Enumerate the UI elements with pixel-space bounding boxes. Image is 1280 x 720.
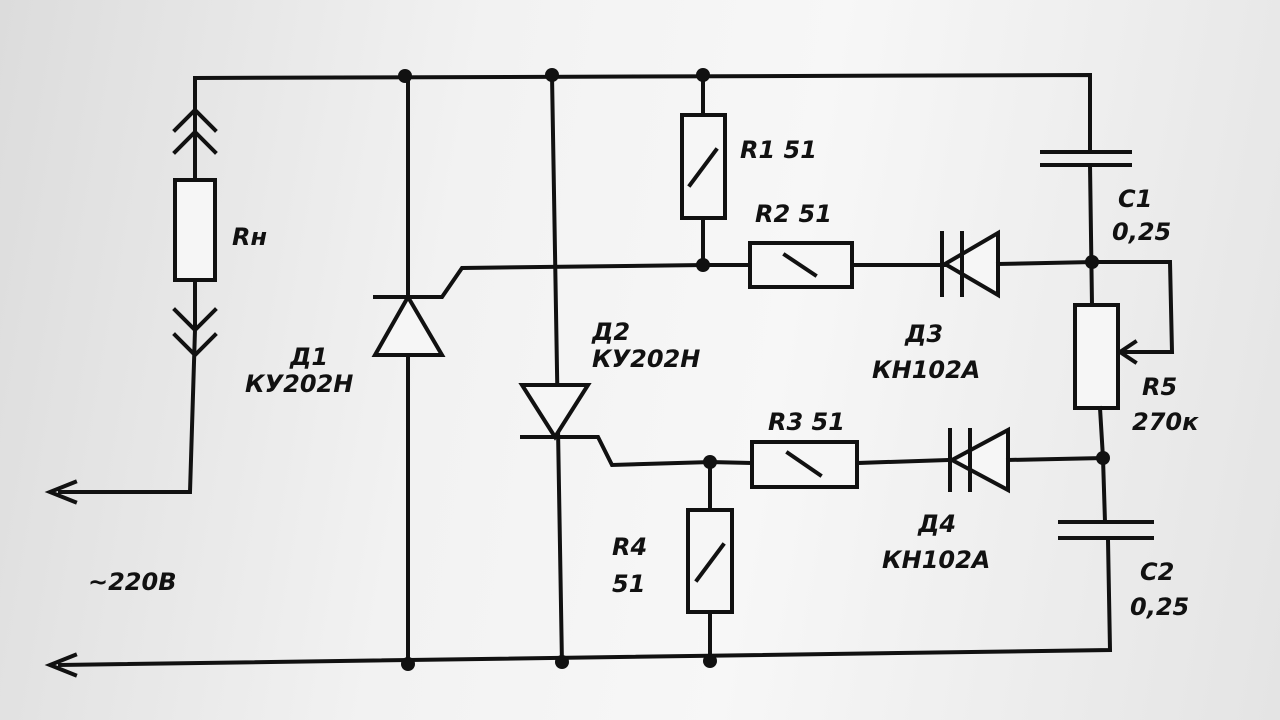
resistor-r2 [701, 241, 947, 289]
thyristor-d2 [518, 72, 713, 668]
label-d1-type: КУ202Н [245, 370, 353, 398]
label-d3-type: КН102А [872, 356, 980, 384]
bottom-terminal-arrow [44, 652, 78, 678]
top-rail-wire [192, 72, 1092, 154]
label-d4-type: КН102А [882, 546, 990, 574]
label-c1-name: C1 [1118, 185, 1152, 213]
label-r2: R2 51 [755, 200, 832, 228]
dinistor-d4 [947, 426, 1106, 494]
label-c2-name: C2 [1140, 558, 1174, 586]
label-r5-value: 270к [1132, 408, 1199, 436]
label-d1-name: Д1 [289, 343, 328, 371]
label-c1-value: 0,25 [1112, 218, 1171, 246]
label-d3-name: Д3 [904, 320, 943, 348]
potentiometer-r5 [1073, 260, 1175, 461]
label-d2-type: КУ202Н [592, 345, 700, 373]
label-supply-voltage: ~220В [88, 568, 177, 596]
label-r5-name: R5 [1142, 373, 1177, 401]
capacitor-c2 [1058, 455, 1154, 540]
label-r3: R3 51 [768, 408, 845, 436]
label-r4-value: 51 [612, 570, 645, 598]
label-r4-name: R4 [612, 533, 647, 561]
thyristor-d1 [371, 73, 706, 667]
label-d4-name: Д4 [917, 510, 956, 538]
resistor-r3 [707, 440, 953, 489]
load-resistor-rn [44, 76, 218, 505]
resistor-r1 [680, 73, 727, 267]
dinistor-d3 [940, 229, 1095, 299]
capacitor-c1 [1040, 150, 1132, 308]
label-rn: Rн [232, 223, 267, 251]
left-terminal-arrow [44, 479, 78, 505]
label-c2-value: 0,25 [1130, 593, 1189, 621]
label-d2-name: Д2 [591, 318, 630, 346]
junction-dots [398, 68, 1110, 671]
label-r1: R1 51 [740, 136, 817, 164]
resistor-r4 [686, 460, 734, 664]
